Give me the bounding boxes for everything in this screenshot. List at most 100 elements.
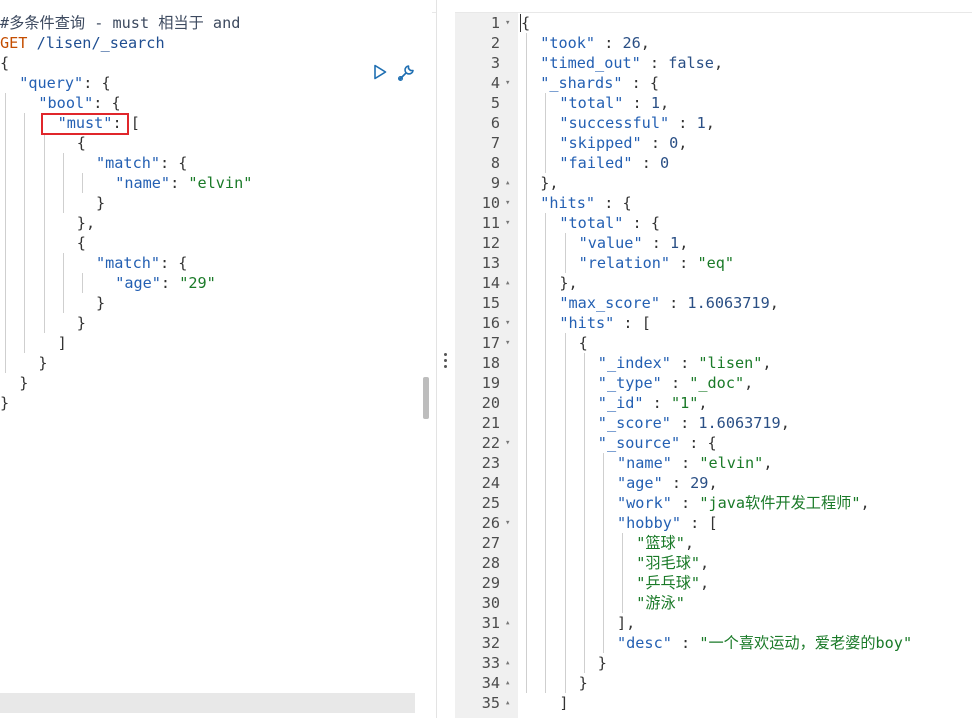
json-punctuation: { [578,334,588,352]
gutter-row: 32 [455,633,518,653]
request-code-line[interactable]: "match": { [96,153,187,173]
request-code-line[interactable]: { [0,53,9,73]
gutter-row: 6 [455,113,518,133]
json-key: "max_score" [559,294,660,312]
gutter-row: 5 [455,93,518,113]
response-viewer[interactable]: {"took" : 26,"timed_out" : false,"_shard… [518,13,972,718]
json-key: "hobby" [617,514,682,532]
gutter-row: 26▾ [455,513,518,533]
gutter-row: 1▾ [455,13,518,33]
wrench-icon[interactable] [396,63,416,83]
request-code-line[interactable]: "age": "29" [115,273,216,293]
json-key: "_id" [597,394,644,412]
gutter-row: 19 [455,373,518,393]
indent-guide-line [82,173,83,193]
fold-open-icon[interactable]: ▾ [505,318,511,328]
json-punctuation: }, [76,214,96,232]
json-number: 26 [622,34,641,52]
response-code-line: "desc" : "一个喜欢运动，爱老婆的boy" [617,633,912,653]
json-key: "_type" [597,374,662,392]
request-code-line[interactable]: "query": { [19,73,110,93]
gutter-row: 28 [455,553,518,573]
fold-close-icon[interactable]: ▴ [505,658,511,668]
drag-handle-icon[interactable] [444,353,448,371]
gutter-row: 8 [455,153,518,173]
top-border [0,12,972,13]
fold-close-icon[interactable]: ▴ [505,278,511,288]
json-key: "_score" [597,414,671,432]
panel-splitter[interactable] [436,0,455,718]
json-string: "一个喜欢运动，爱老婆的boy" [699,634,913,652]
request-code-line[interactable]: "name": "elvin" [115,173,252,193]
request-code-line[interactable]: } [38,353,47,373]
fold-open-icon[interactable]: ▾ [505,198,511,208]
json-punctuation: , [678,134,688,152]
json-punctuation: , [860,494,870,512]
request-code-line[interactable]: { [77,233,86,253]
request-code-line[interactable]: "must": [ [58,113,140,133]
response-code-line: } [598,653,607,673]
gutter-row: 11▾ [455,213,518,233]
response-code-line: "work" : "java软件开发工程师", [617,493,870,513]
line-number: 7 [490,134,500,152]
json-punctuation: ] [57,334,67,352]
json-key: "hits" [559,314,615,332]
json-punctuation: , [660,94,670,112]
request-code-line[interactable]: } [77,313,86,333]
json-punctuation: , [780,414,790,432]
request-code-line[interactable]: { [77,133,86,153]
request-line[interactable]: GET /lisen/_search [0,33,165,53]
fold-open-icon[interactable]: ▾ [505,438,511,448]
indent-guide-line [62,253,64,313]
json-key: "total" [559,214,624,232]
json-punctuation: : [659,294,688,312]
gutter-row: 34▴ [455,673,518,693]
fold-close-icon[interactable]: ▴ [505,698,511,708]
request-code-line[interactable]: } [96,293,105,313]
request-code-line[interactable]: } [19,373,28,393]
json-key: "timed_out" [540,54,641,72]
response-code-line: "hits" : [ [559,313,650,333]
fold-open-icon[interactable]: ▾ [505,518,511,528]
json-punctuation: } [76,314,86,332]
request-horizontal-scrollbar[interactable] [0,693,415,713]
run-request-icon[interactable] [372,64,388,80]
json-punctuation: , [708,474,718,492]
request-vertical-scrollbar[interactable] [423,377,429,419]
fold-open-icon[interactable]: ▾ [505,78,511,88]
line-number: 10 [481,194,500,212]
request-code-line[interactable]: }, [77,213,95,233]
response-code-line: "_id" : "1", [598,393,708,413]
fold-open-icon[interactable]: ▾ [505,218,511,228]
fold-close-icon[interactable]: ▴ [505,678,511,688]
gutter-row: 18 [455,353,518,373]
json-number: 29 [690,474,709,492]
json-key: "relation" [578,254,671,272]
gutter-row: 9▴ [455,173,518,193]
line-number: 30 [481,594,500,612]
request-code-line[interactable]: } [96,193,105,213]
request-code-line[interactable]: ] [58,333,67,353]
fold-open-icon[interactable]: ▾ [505,338,511,348]
line-number: 35 [481,694,500,712]
fold-close-icon[interactable]: ▴ [505,178,511,188]
request-code-line[interactable]: } [0,393,9,413]
line-number: 19 [481,374,500,392]
json-string: "_doc" [689,374,745,392]
json-string: "游泳" [636,594,685,612]
line-number: 23 [481,454,500,472]
gutter-row: 29 [455,573,518,593]
indent-guide-line [24,113,26,353]
fold-open-icon[interactable]: ▾ [505,18,511,28]
request-code-line[interactable]: "match": { [96,253,187,273]
fold-close-icon[interactable]: ▴ [505,618,511,628]
json-punctuation: : [669,114,697,132]
json-punctuation: : [662,474,691,492]
gutter-row: 15 [455,293,518,313]
json-boolean: false [668,54,714,72]
json-number: 1.6063719 [698,414,781,432]
request-editor[interactable]: #多条件查询 - must 相当于 and GET /lisen/_search… [0,0,432,718]
json-punctuation: { [0,54,10,72]
request-code-line[interactable]: "bool": { [38,93,120,113]
response-code-line: "name" : "elvin", [617,453,772,473]
